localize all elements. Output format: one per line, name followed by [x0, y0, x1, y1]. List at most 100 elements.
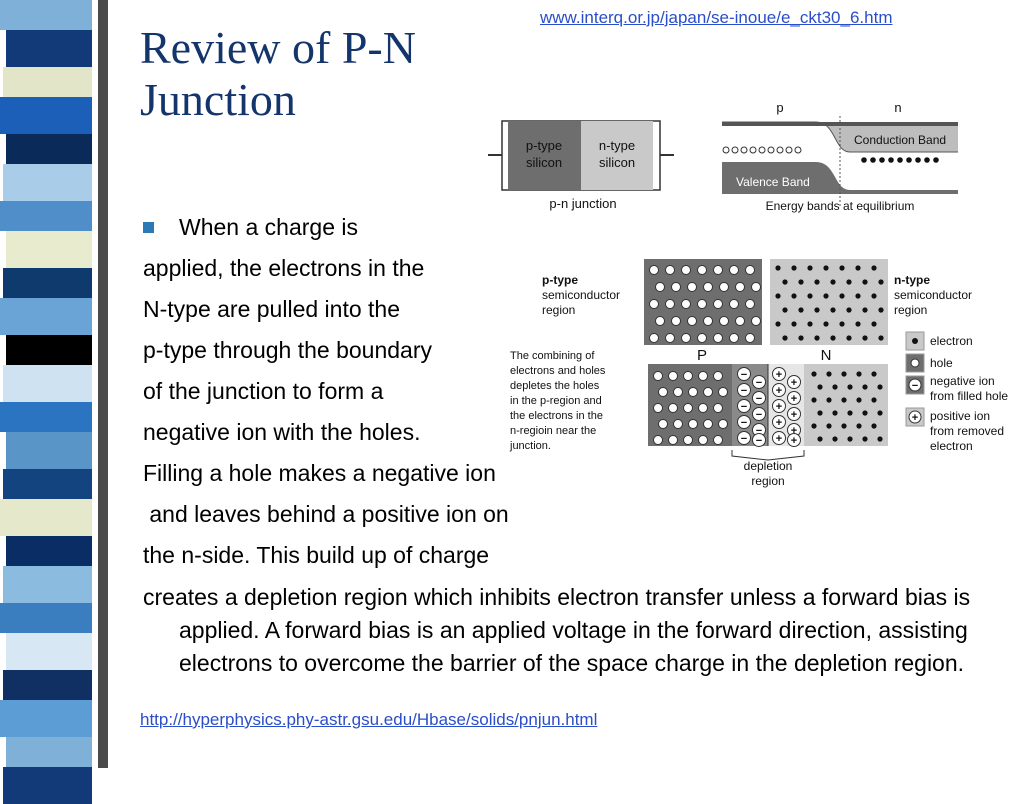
svg-text:−: − [756, 435, 762, 447]
electron-dot [878, 279, 884, 285]
electron-dot [877, 436, 883, 442]
body-line-9: the n-side. This build up of charge [143, 542, 490, 568]
source-link-bottom[interactable]: http://hyperphysics.phy-astr.gsu.edu/Hba… [140, 710, 598, 729]
positive-ion: + [787, 407, 801, 421]
electron-dot [826, 371, 832, 377]
electron-dot [878, 335, 884, 341]
stripe-band [0, 298, 92, 335]
ptype-holes [649, 265, 761, 343]
hole-dot [697, 299, 707, 309]
legend-pos-3: electron [930, 439, 973, 453]
electron-dot [830, 335, 836, 341]
hole-dot [655, 282, 665, 292]
hole-dot [713, 371, 723, 381]
body-line-3: N-type are pulled into the [143, 296, 400, 322]
svg-text:−: − [741, 433, 747, 445]
ntype-sub2: region [894, 303, 927, 317]
ptype-title: p-type [542, 273, 578, 287]
stripe-band [6, 737, 92, 767]
decorative-stripe [0, 0, 108, 804]
electron-dot [862, 279, 868, 285]
hole-dot [751, 282, 761, 292]
electron-dot [826, 423, 832, 429]
electron-dot [877, 410, 883, 416]
electron-dot [826, 397, 832, 403]
electron-dot [823, 321, 829, 327]
ntype-sub1: semiconductor [894, 288, 972, 302]
note-line-2: electrons and holes [510, 365, 606, 377]
electron-dot [798, 279, 804, 285]
ptype-silicon-label-1: p-type [526, 138, 562, 153]
n-label: N [821, 347, 832, 364]
stripe-band [3, 469, 92, 499]
legend-pos-1: positive ion [930, 409, 990, 423]
hole-dot [719, 316, 729, 326]
hole-dot [665, 333, 675, 343]
stripe-band [3, 365, 92, 402]
legend-electron: electron [930, 334, 973, 348]
svg-text:+: + [776, 369, 782, 381]
electron-dot [855, 321, 861, 327]
svg-text:+: + [791, 377, 797, 389]
depletion-label-2: region [751, 474, 784, 488]
svg-text:−: − [741, 385, 747, 397]
stripe-band [3, 164, 92, 201]
hole-dot [673, 419, 683, 429]
svg-text:+: + [791, 425, 797, 437]
body-line-5: of the junction to form a [143, 378, 384, 404]
depletion-diagram: p-type semiconductor region n-type semic… [509, 259, 1008, 488]
svg-text:−: − [756, 409, 762, 421]
hole-dot [735, 282, 745, 292]
electron-dot [814, 335, 820, 341]
negative-ion: − [752, 433, 766, 447]
hole-dot [649, 299, 659, 309]
electron-dot [807, 293, 813, 299]
energy-bands-diagram: p n Conduction Band Valence Band Energy … [722, 100, 958, 213]
electron-dot [839, 265, 845, 271]
svg-text:+: + [791, 435, 797, 447]
stripe-band [6, 633, 92, 670]
ntype-title: n-type [894, 273, 930, 287]
conduction-band-label: Conduction Band [854, 133, 946, 147]
source-link-top[interactable]: www.interq.or.jp/japan/se-inoue/e_ckt30_… [540, 8, 893, 27]
hole-dot [745, 299, 755, 309]
note-line-6: n-regioin near the [510, 425, 596, 437]
electron-dot [841, 423, 847, 429]
electron-dot [782, 279, 788, 285]
hole-dot [713, 265, 723, 275]
electron-dot [862, 307, 868, 313]
positive-ion: + [787, 375, 801, 389]
stripe-band [6, 432, 92, 469]
electron-dot [878, 307, 884, 313]
electron-dot [782, 335, 788, 341]
ntype-electrons [775, 265, 884, 341]
ptype-sub1: semiconductor [542, 288, 620, 302]
electron-dot [847, 436, 853, 442]
electron-dot [817, 410, 823, 416]
electron-dot [856, 371, 862, 377]
electron-dot [846, 279, 852, 285]
electron-dot [846, 307, 852, 313]
electron-dot [855, 293, 861, 299]
note-line-3: depletes the holes [510, 380, 600, 392]
hole-dot [697, 333, 707, 343]
hole-dot [729, 333, 739, 343]
svg-text:−: − [741, 401, 747, 413]
hole-dot [649, 265, 659, 275]
band-n-label: n [894, 100, 901, 115]
electron-dot [775, 321, 781, 327]
positive-ion: + [772, 399, 786, 413]
stripe-band [0, 97, 92, 134]
electron-dot [832, 384, 838, 390]
legend-pos-2: from removed [930, 424, 1004, 438]
hole-dot [697, 265, 707, 275]
electron-dot [856, 397, 862, 403]
positive-ion: + [772, 383, 786, 397]
electron-dot [832, 436, 838, 442]
depletion-label-1: depletion [744, 459, 793, 473]
svg-text:−: − [756, 393, 762, 405]
hole-dot [668, 403, 678, 413]
hole-dot [665, 299, 675, 309]
electron-dot [847, 410, 853, 416]
electron-dot [807, 265, 813, 271]
